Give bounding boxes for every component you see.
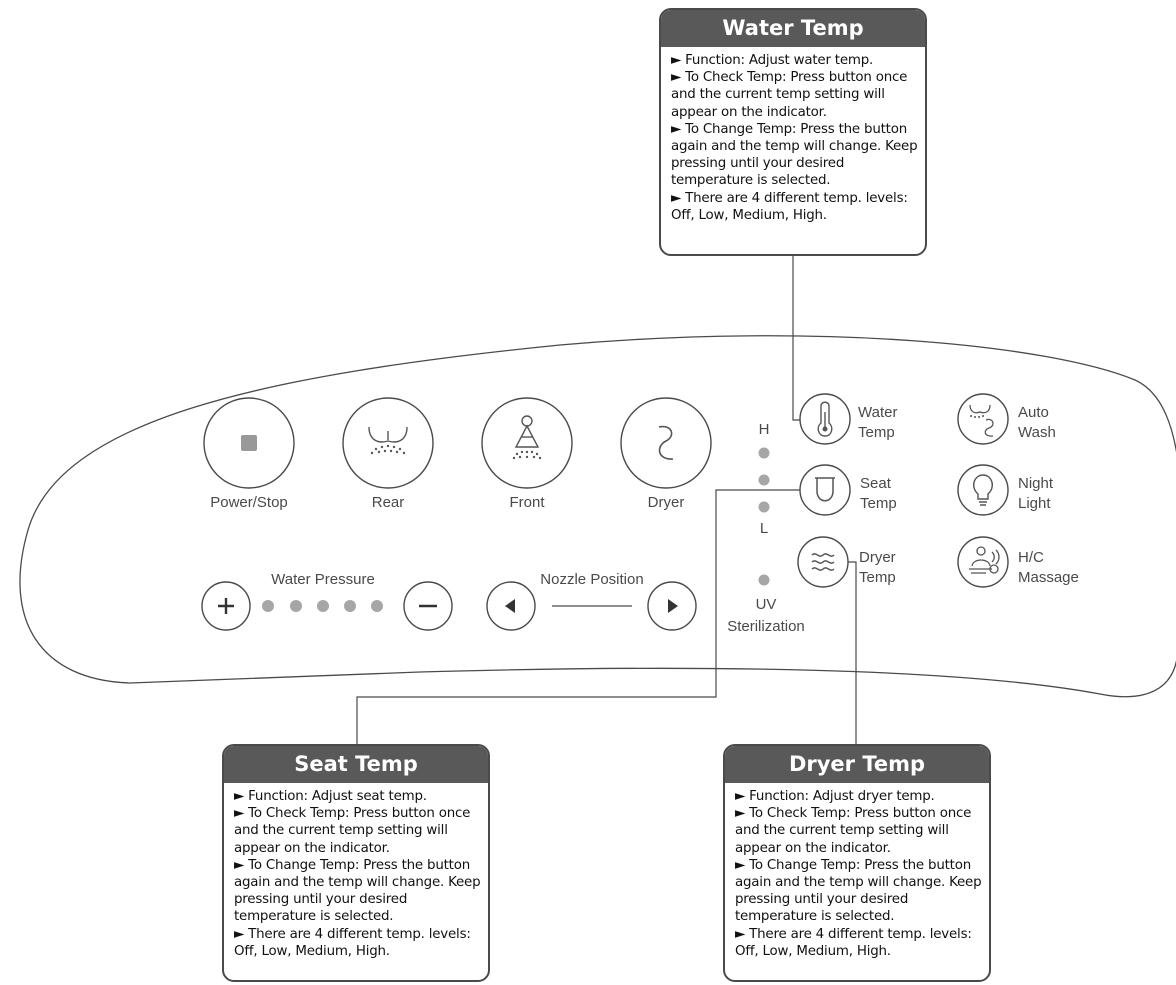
seat-temp-button[interactable] xyxy=(799,464,851,516)
panel-outline xyxy=(19,335,1176,698)
indicator-dot-high xyxy=(758,447,770,459)
indicator-high-label: H xyxy=(759,421,770,438)
callout-line: ► Function: Adjust dryer temp. xyxy=(735,789,935,804)
auto-wash-button[interactable] xyxy=(957,393,1009,445)
nozzle-position-label: Nozzle Position xyxy=(540,571,643,588)
dryer-temp-label: Dryer xyxy=(859,549,896,566)
callout-line: ► To Check Temp: Press button once and t… xyxy=(234,806,471,856)
seat-temp-label-2: Temp xyxy=(860,495,897,512)
water-temp-label: Water xyxy=(858,404,897,421)
callout-line: ► There are 4 different temp. levels: Of… xyxy=(671,190,908,223)
dryer-temp-callout-title: Dryer Temp xyxy=(725,746,989,783)
pressure-minus-button[interactable] xyxy=(403,581,453,631)
uv-indicator-dot xyxy=(758,574,770,586)
massage-button[interactable] xyxy=(957,536,1009,588)
dryer-temp-button[interactable] xyxy=(797,536,849,588)
pressure-plus-button[interactable] xyxy=(201,581,251,631)
nozzle-forward-button[interactable] xyxy=(647,581,697,631)
indicator-low-label: L xyxy=(760,520,768,537)
callout-line: ► Function: Adjust seat temp. xyxy=(234,789,427,804)
pressure-level-dots xyxy=(262,600,383,612)
pressure-dot xyxy=(317,600,329,612)
callout-line: ► Function: Adjust water temp. xyxy=(671,53,874,68)
water-temp-callout-title: Water Temp xyxy=(661,10,925,47)
dryer-temp-label-2: Temp xyxy=(859,569,896,586)
seat-temp-callout-title: Seat Temp xyxy=(224,746,488,783)
seat-temp-label: Seat xyxy=(860,475,892,492)
water-temp-button[interactable] xyxy=(799,393,851,445)
indicator-dot-mid xyxy=(758,474,770,486)
triangle-right-icon xyxy=(668,599,678,613)
callout-line: ► To Check Temp: Press button once and t… xyxy=(671,70,908,120)
stop-icon xyxy=(241,435,257,451)
callout-line: ► To Change Temp: Press the button again… xyxy=(671,121,918,189)
pressure-dot xyxy=(344,600,356,612)
water-temp-leader-line xyxy=(792,255,805,421)
massage-icon xyxy=(969,546,1000,574)
rear-button[interactable] xyxy=(342,397,434,489)
night-light-label: Night xyxy=(1018,475,1054,492)
water-pressure-label: Water Pressure xyxy=(271,571,375,588)
front-wash-icon xyxy=(514,415,540,448)
power-stop-label: Power/Stop xyxy=(210,494,288,511)
water-temp-callout: Water Temp ► Function: Adjust water temp… xyxy=(659,8,927,256)
plus-icon xyxy=(218,598,234,614)
water-temp-callout-body: ► Function: Adjust water temp. ► To Chec… xyxy=(661,47,925,230)
auto-wash-icon xyxy=(969,404,994,437)
seat-temp-callout: Seat Temp ► Function: Adjust seat temp. … xyxy=(222,744,490,982)
callout-line: ► To Change Temp: Press the button again… xyxy=(735,857,982,925)
wave-icon xyxy=(811,553,835,571)
massage-label-2: Massage xyxy=(1018,569,1079,586)
uv-sterilization-label: Sterilization xyxy=(727,618,805,635)
night-light-label-2: Light xyxy=(1018,495,1051,512)
seat-temp-leader-line xyxy=(356,489,800,744)
dryer-temp-callout: Dryer Temp ► Function: Adjust dryer temp… xyxy=(723,744,991,982)
massage-label: H/C xyxy=(1018,549,1044,566)
fan-icon xyxy=(658,425,674,460)
dryer-temp-leader-line xyxy=(845,561,857,744)
uv-label: UV xyxy=(756,596,777,613)
dryer-button[interactable] xyxy=(620,397,712,489)
front-button[interactable] xyxy=(481,397,573,489)
water-temp-label-2: Temp xyxy=(858,424,895,441)
night-light-button[interactable] xyxy=(957,464,1009,516)
callout-line: ► There are 4 different temp. levels: Of… xyxy=(234,926,471,959)
auto-wash-label-2: Wash xyxy=(1018,424,1056,441)
auto-wash-label: Auto xyxy=(1018,404,1049,421)
callout-line: ► To Change Temp: Press the button again… xyxy=(234,857,481,925)
dryer-temp-callout-body: ► Function: Adjust dryer temp. ► To Chec… xyxy=(725,783,989,966)
pressure-dot xyxy=(290,600,302,612)
power-stop-button[interactable] xyxy=(203,397,295,489)
triangle-left-icon xyxy=(505,599,515,613)
dryer-label: Dryer xyxy=(648,494,685,511)
rear-wash-icon xyxy=(368,426,408,443)
thermometer-icon xyxy=(817,401,833,437)
rear-label: Rear xyxy=(372,494,405,511)
front-label: Front xyxy=(509,494,545,511)
pressure-dot xyxy=(262,600,274,612)
indicator-dot-low xyxy=(758,501,770,513)
pressure-dot xyxy=(371,600,383,612)
seat-icon xyxy=(815,477,835,502)
lightbulb-icon xyxy=(973,474,993,506)
nozzle-back-button[interactable] xyxy=(486,581,536,631)
callout-line: ► To Check Temp: Press button once and t… xyxy=(735,806,972,856)
callout-line: ► There are 4 different temp. levels: Of… xyxy=(735,926,972,959)
seat-temp-callout-body: ► Function: Adjust seat temp. ► To Check… xyxy=(224,783,488,966)
